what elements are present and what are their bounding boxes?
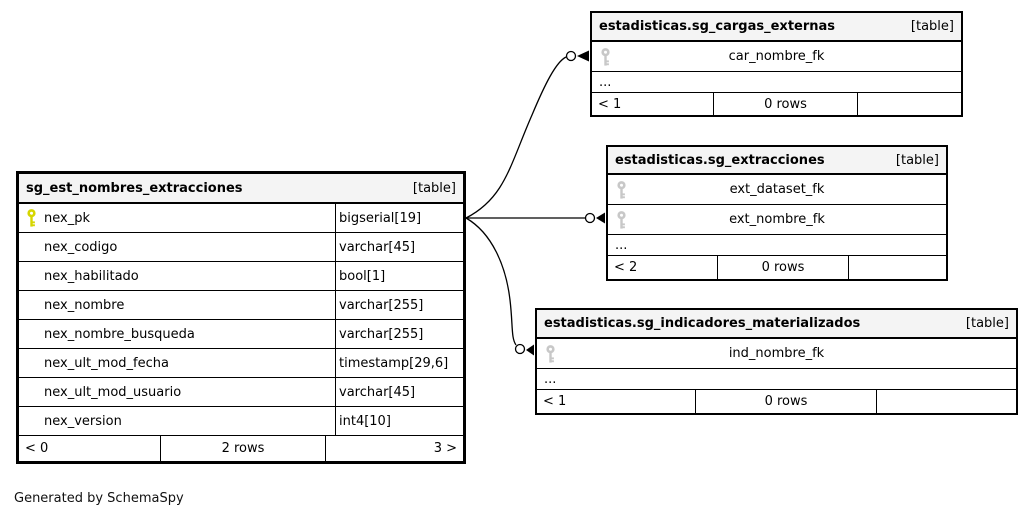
ellipsis-row: ... [592,72,961,93]
foreign-key-icon [616,210,627,229]
column-type: varchar[45] [339,384,416,400]
column-name: car_nombre_fk [728,49,825,64]
table-footer: < 2 0 rows [608,256,946,279]
table-sg_est_nombres_extracciones[interactable]: sg_est_nombres_extracciones [table] nex_… [16,171,466,464]
table-row: nex_codigo varchar[45] [19,233,463,262]
arrowhead-indicadores [526,344,534,356]
ellipsis-row: ... [537,369,1016,390]
key-icon-slot [26,412,37,430]
column-name: nex_nombre [44,297,125,313]
footer-children [858,93,961,115]
foreign-key-icon [616,180,627,199]
footer-parents: < 1 [592,93,714,115]
column-name: ext_dataset_fk [729,182,825,197]
arrowhead-cargas [577,50,589,62]
primary-key-icon [26,209,37,227]
foreign-key-icon [545,344,556,363]
column-type: varchar[45] [339,239,416,255]
table-title[interactable]: estadisticas.sg_indicadores_materializad… [544,316,861,331]
relation-line-indicadores [465,217,517,346]
column-type: int4[10] [339,413,391,429]
column-name: ind_nombre_fk [728,346,825,361]
table-footer: < 1 0 rows [537,390,1016,413]
fk-column-row: ext_nombre_fk [608,205,946,235]
fk-column-row: ext_dataset_fk [608,175,946,205]
table-badge: [table] [412,180,456,196]
table-title[interactable]: sg_est_nombres_extracciones [26,180,243,196]
footer-children: 3 > [433,441,457,456]
column-name: nex_nombre_busqueda [44,326,195,342]
column-name: nex_ult_mod_usuario [44,384,182,400]
foreign-key-icon [600,47,611,66]
table-footer: < 0 2 rows 3 > [19,436,463,461]
fk-column-row: ind_nombre_fk [537,339,1016,369]
odot-extracciones [584,212,596,224]
ellipsis-row: ... [608,235,946,256]
table-footer: < 1 0 rows [592,93,961,115]
fk-column-row: car_nombre_fk [592,42,961,72]
footer-rowcount: 2 rows [161,436,326,461]
column-name: nex_pk [44,210,90,226]
table-row: nex_ult_mod_fecha timestamp[29,6] [19,349,463,378]
table-title[interactable]: estadisticas.sg_extracciones [615,152,825,168]
table-row: nex_version int4[10] [19,407,463,436]
footer-parents: < 1 [537,390,696,413]
table-estadisticas-sg_indicadores_materializados[interactable]: estadisticas.sg_indicadores_materializad… [535,308,1018,415]
column-name: nex_codigo [44,239,118,255]
relation-line-cargas [465,56,567,219]
table-badge: [table] [965,316,1009,331]
odot-indicadores [514,343,526,355]
footer-children [849,256,946,279]
table-badge: [table] [895,152,939,168]
column-name: nex_ult_mod_fecha [44,355,169,371]
table-estadisticas-sg_extracciones[interactable]: estadisticas.sg_extracciones [table] ext… [606,145,948,281]
footer-parents: < 2 [608,256,718,279]
table-header[interactable]: estadisticas.sg_indicadores_materializad… [537,310,1016,339]
key-icon-slot [26,354,37,372]
column-name: ext_nombre_fk [729,212,825,227]
column-type: varchar[255] [339,297,424,313]
table-row: nex_ult_mod_usuario varchar[45] [19,378,463,407]
key-icon-slot [26,238,37,256]
arrowhead-extracciones [596,212,605,224]
table-row: nex_nombre_busqueda varchar[255] [19,320,463,349]
key-icon-slot [26,267,37,285]
footer-rowcount: 0 rows [714,93,858,115]
table-badge: [table] [910,19,954,34]
column-type: timestamp[29,6] [339,355,449,371]
table-row: nex_nombre varchar[255] [19,291,463,320]
footer-children [877,390,1016,413]
generated-by-label: Generated by SchemaSpy [14,491,184,506]
key-icon-slot [26,296,37,314]
column-name: nex_version [44,413,122,429]
odot-cargas [565,50,577,62]
footer-rowcount: 0 rows [696,390,877,413]
column-type: varchar[255] [339,326,424,342]
table-title[interactable]: estadisticas.sg_cargas_externas [599,19,836,34]
table-row: nex_habilitado bool[1] [19,262,463,291]
footer-rowcount: 0 rows [718,256,849,279]
table-row: nex_pk bigserial[19] [19,204,463,233]
footer-parents: < 0 [19,436,161,461]
column-type: bigserial[19] [339,210,422,226]
table-estadisticas-sg_cargas_externas[interactable]: estadisticas.sg_cargas_externas [table] … [590,11,963,117]
table-header[interactable]: estadisticas.sg_extracciones [table] [608,147,946,175]
table-header[interactable]: sg_est_nombres_extracciones [table] [19,174,463,204]
column-type: bool[1] [339,268,386,284]
key-icon-slot [26,383,37,401]
table-header[interactable]: estadisticas.sg_cargas_externas [table] [592,13,961,42]
key-icon-slot [26,325,37,343]
column-name: nex_habilitado [44,268,139,284]
